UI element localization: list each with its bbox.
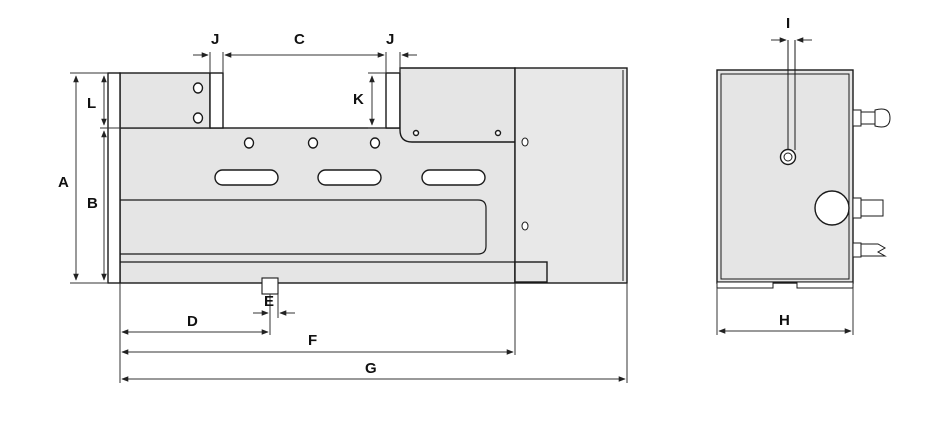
hole [192, 82, 204, 94]
side-port [779, 148, 797, 166]
right-jaw-plate [385, 72, 401, 129]
label-j-left: J [211, 31, 219, 48]
foot-right [796, 281, 854, 289]
label-b: B [87, 195, 98, 212]
dimension-lines [70, 37, 854, 383]
side-knob [814, 190, 850, 226]
hole [521, 221, 529, 231]
slot-3 [421, 169, 486, 186]
side-body [716, 69, 854, 284]
label-c: C [294, 31, 305, 48]
label-d: D [187, 313, 198, 330]
dimension-labels: A B L K J C J E D F G H I [58, 15, 790, 377]
label-f: F [308, 332, 317, 349]
cylinder-housing [514, 67, 628, 284]
front-view [107, 67, 628, 295]
label-g: G [365, 360, 377, 377]
left-jaw-plate [209, 72, 224, 129]
label-k: K [353, 91, 364, 108]
slot-1 [214, 169, 279, 186]
label-h: H [779, 312, 790, 329]
bottom-key [261, 277, 279, 295]
foot-left [716, 281, 774, 289]
front-body [119, 127, 516, 284]
slot-2 [317, 169, 382, 186]
hole [307, 137, 319, 149]
moving-jaw [399, 67, 516, 143]
label-j-right: J [386, 31, 394, 48]
hole [192, 112, 204, 124]
slide-slot [120, 199, 487, 255]
hole [412, 129, 420, 137]
base-step [514, 261, 548, 283]
hole [521, 137, 529, 147]
label-i: I [786, 15, 790, 32]
label-l: L [87, 95, 96, 112]
label-a: A [58, 174, 69, 191]
hole [494, 129, 502, 137]
side-view [716, 40, 891, 289]
label-e: E [264, 293, 274, 310]
hole [369, 137, 381, 149]
hole [243, 137, 255, 149]
left-edge-strip [107, 72, 121, 284]
